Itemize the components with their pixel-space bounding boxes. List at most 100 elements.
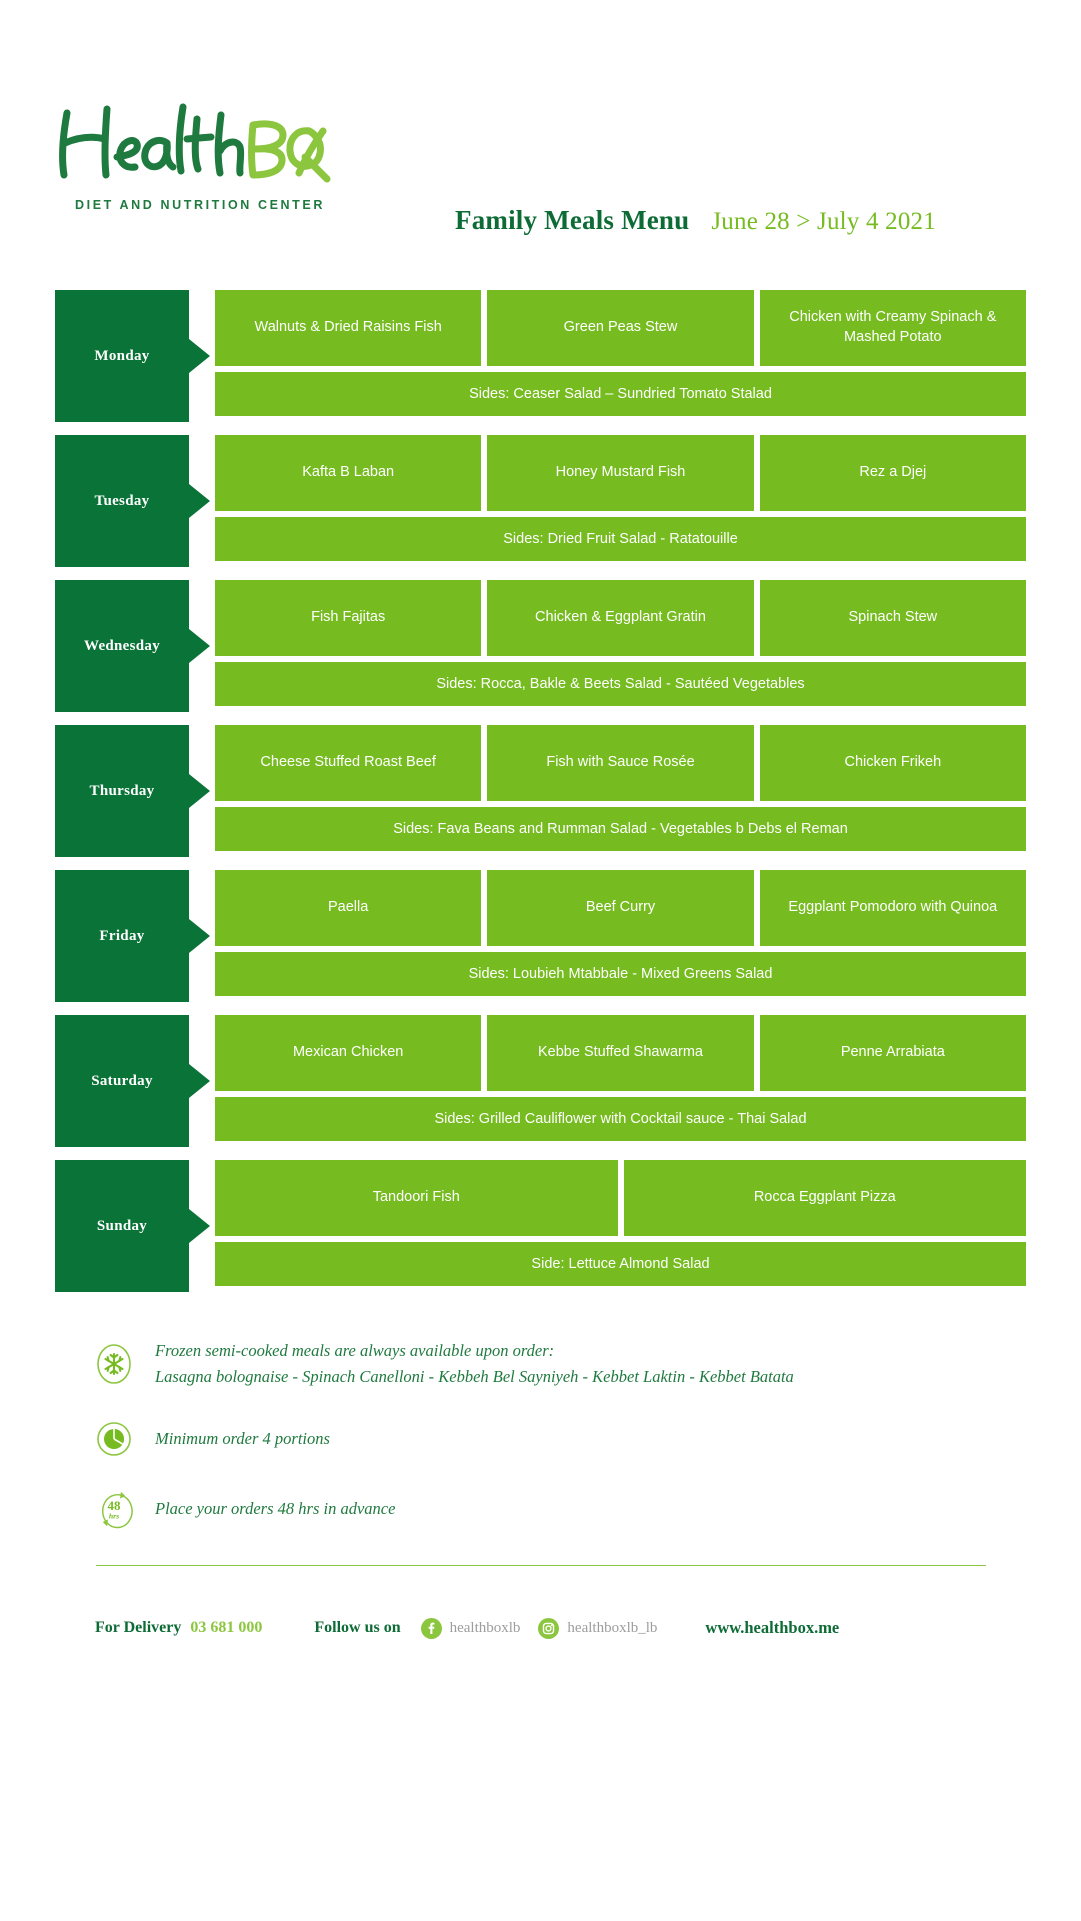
facebook-handle: healthboxlb <box>449 1619 521 1636</box>
day-label: Monday <box>94 347 150 364</box>
svg-text:48: 48 <box>108 1498 121 1513</box>
day-label: Wednesday <box>83 637 161 654</box>
day-label: Tuesday <box>94 492 150 509</box>
meal-box[interactable]: Kafta B Laban <box>215 435 482 511</box>
note-item: Minimum order 4 portions <box>95 1417 975 1461</box>
note-text: Place your orders 48 hrs in advance <box>155 1496 395 1522</box>
sides-box[interactable]: Sides: Rocca, Bakle & Beets Salad - Saut… <box>215 662 1026 706</box>
meal-box[interactable]: Fish with Sauce Rosée <box>487 725 754 801</box>
note-line-2: Lasagna bolognaise - Spinach Canelloni -… <box>155 1367 794 1387</box>
day-tab-friday[interactable]: Friday <box>55 870 210 1002</box>
delivery-label: For Delivery <box>95 1619 182 1637</box>
page-header: DIET AND NUTRITION CENTER Family Meals M… <box>0 0 1081 290</box>
sides-box[interactable]: Sides: Fava Beans and Rumman Salad - Veg… <box>215 807 1026 851</box>
meal-box[interactable]: Chicken Frikeh <box>759 725 1026 801</box>
meal-box[interactable]: Penne Arrabiata <box>759 1015 1026 1091</box>
meal-box[interactable]: Honey Mustard Fish <box>487 435 754 511</box>
sides-box[interactable]: Sides: Grilled Cauliflower with Cocktail… <box>215 1097 1026 1141</box>
meal-box[interactable]: Rez a Djej <box>759 435 1026 511</box>
meal-box[interactable]: Tandoori Fish <box>215 1160 618 1236</box>
day-label: Thursday <box>89 782 155 799</box>
day-tab-thursday[interactable]: Thursday <box>55 725 210 857</box>
sides-box[interactable]: Sides: Ceaser Salad – Sundried Tomato St… <box>215 372 1026 416</box>
footer-divider <box>95 1564 986 1566</box>
meal-box[interactable]: Mexican Chicken <box>215 1015 482 1091</box>
sides-box[interactable]: Sides: Loubieh Mtabbale - Mixed Greens S… <box>215 952 1026 996</box>
meal-box[interactable]: Rocca Eggplant Pizza <box>623 1160 1026 1236</box>
sides-box[interactable]: Side: Lettuce Almond Salad <box>215 1242 1026 1286</box>
day-label: Sunday <box>96 1217 148 1234</box>
day-tab-monday[interactable]: Monday <box>55 290 210 422</box>
menu-date-range: June 28 > July 4 2021 <box>711 208 936 235</box>
chevron-right-icon <box>189 629 210 663</box>
meal-box[interactable]: Beef Curry <box>487 870 754 946</box>
meal-box[interactable]: Cheese Stuffed Roast Beef <box>215 725 482 801</box>
healthbox-logo: DIET AND NUTRITION CENTER <box>55 95 345 212</box>
note-line-1: Minimum order 4 portions <box>155 1428 330 1448</box>
snowflake-icon <box>95 1342 133 1386</box>
facebook-icon <box>420 1617 442 1639</box>
meal-box[interactable]: Chicken & Eggplant Gratin <box>487 580 754 656</box>
follow-us-label: Follow us on <box>314 1619 401 1637</box>
meal-box[interactable]: Walnuts & Dried Raisins Fish <box>215 290 482 366</box>
instagram-link[interactable]: healthboxlb_lb <box>538 1617 658 1639</box>
chevron-right-icon <box>189 1209 210 1243</box>
meal-box[interactable]: Fish Fajitas <box>215 580 482 656</box>
logo-tagline: DIET AND NUTRITION CENTER <box>75 198 325 212</box>
note-text: Frozen semi-cooked meals are always avai… <box>155 1338 794 1391</box>
note-line-1: Place your orders 48 hrs in advance <box>155 1498 396 1518</box>
notes-list: Frozen semi-cooked meals are always avai… <box>95 1338 975 1531</box>
day-tab-wednesday[interactable]: Wednesday <box>55 580 210 712</box>
logo-wordmark-icon <box>59 103 331 183</box>
day-tab-saturday[interactable]: Saturday <box>55 1015 210 1147</box>
note-item: Frozen semi-cooked meals are always avai… <box>95 1338 975 1391</box>
day-tab-sunday[interactable]: Sunday <box>55 1160 210 1292</box>
day-tab-tuesday[interactable]: Tuesday <box>55 435 210 567</box>
website-link[interactable]: www.healthbox.me <box>705 1618 840 1638</box>
meal-box[interactable]: Green Peas Stew <box>487 290 754 366</box>
meal-box[interactable]: Spinach Stew <box>759 580 1026 656</box>
meal-box[interactable]: Kebbe Stuffed Shawarma <box>487 1015 754 1091</box>
day-label: Saturday <box>91 1072 153 1089</box>
meal-box[interactable]: Eggplant Pomodoro with Quinoa <box>759 870 1026 946</box>
meal-box[interactable]: Paella <box>215 870 482 946</box>
note-line-1: Frozen semi-cooked meals are always avai… <box>155 1341 555 1360</box>
day-label: Friday <box>99 927 145 944</box>
page-title: Family Meals Menu <box>455 205 690 235</box>
instagram-handle: healthboxlb_lb <box>567 1619 658 1636</box>
svg-text:hrs: hrs <box>109 1511 119 1520</box>
note-text: Minimum order 4 portions <box>155 1426 330 1452</box>
facebook-link[interactable]: healthboxlb <box>420 1617 521 1639</box>
chevron-right-icon <box>189 1064 210 1098</box>
delivery-phone-number[interactable]: 03 681 000 <box>190 1619 263 1637</box>
menu-title-block: Family Meals Menu June 28 > July 4 2021 <box>455 205 936 236</box>
page-footer: For Delivery 03 681 000 Follow us on hea… <box>0 1617 1081 1639</box>
sides-box[interactable]: Sides: Dried Fruit Salad - Ratatouille <box>215 517 1026 561</box>
pie-chart-icon <box>95 1417 133 1461</box>
meal-box[interactable]: Chicken with Creamy Spinach & Mashed Pot… <box>759 290 1026 366</box>
chevron-right-icon <box>189 339 210 373</box>
chevron-right-icon <box>189 774 210 808</box>
instagram-icon <box>538 1617 560 1639</box>
